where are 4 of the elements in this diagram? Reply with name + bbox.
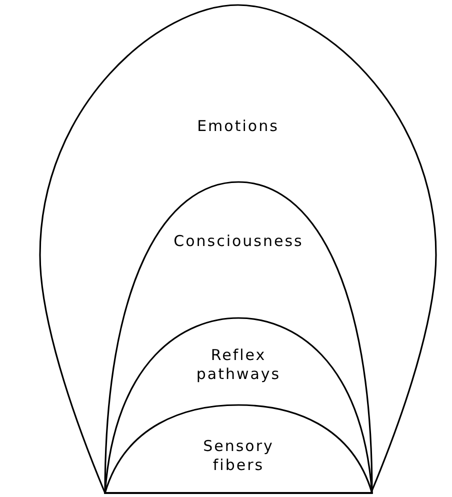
region-label: Reflex pathways: [195, 346, 282, 384]
region-label: Emotions: [197, 117, 279, 136]
region-label: Sensory fibers: [202, 437, 275, 475]
region-label: Consciousness: [174, 232, 304, 251]
